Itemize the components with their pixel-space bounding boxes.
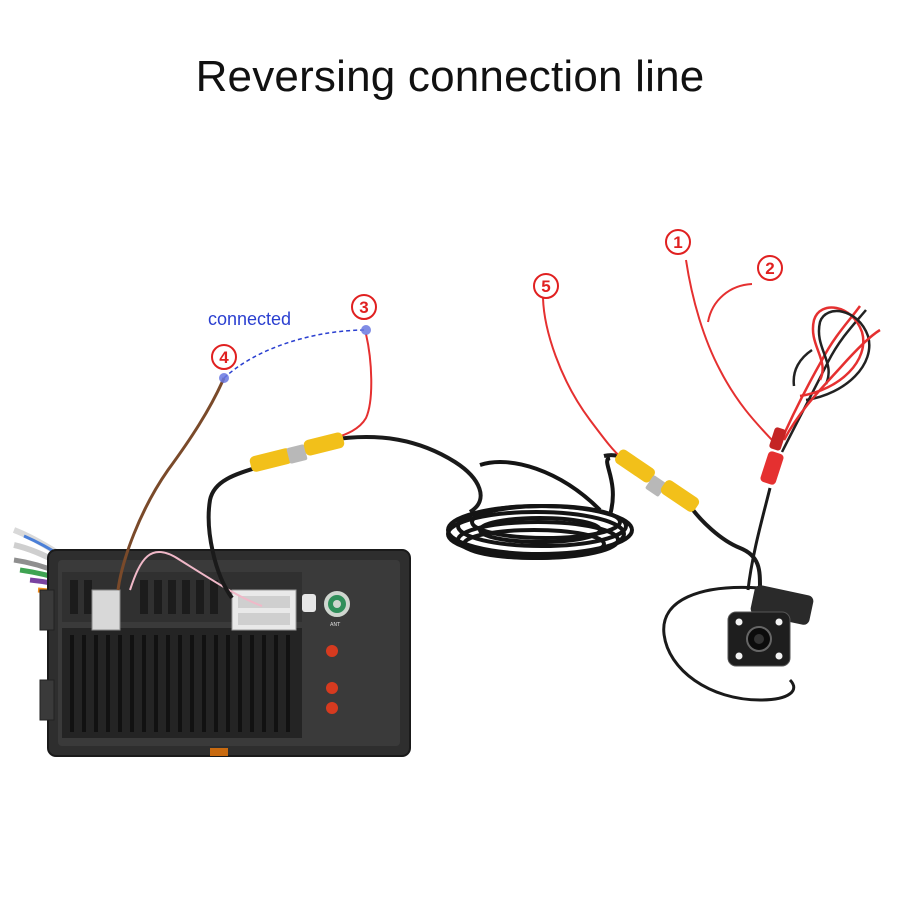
brown-wire bbox=[116, 377, 226, 591]
extension-cable bbox=[329, 434, 483, 514]
power-wires bbox=[776, 305, 881, 453]
red-wire-5 bbox=[542, 297, 623, 459]
cable-coil bbox=[446, 456, 634, 560]
svg-text:5: 5 bbox=[541, 277, 550, 296]
reversing-camera bbox=[727, 585, 814, 667]
marker-4: 4 bbox=[211, 344, 237, 370]
connected-label: connected bbox=[208, 309, 291, 329]
rca-connector-camera bbox=[615, 449, 700, 512]
svg-text:4: 4 bbox=[219, 348, 229, 367]
head-unit: ANT bbox=[12, 527, 411, 757]
red-wire-3 bbox=[329, 333, 373, 441]
connected-link bbox=[223, 329, 367, 379]
page-title: Reversing connection line bbox=[195, 52, 705, 101]
wires bbox=[116, 259, 881, 702]
power-plug bbox=[760, 427, 787, 485]
svg-text:3: 3 bbox=[359, 298, 368, 317]
antenna-label: ANT bbox=[330, 622, 341, 628]
red-wire-1 bbox=[685, 259, 773, 441]
marker-3: 3 bbox=[351, 294, 377, 320]
antenna-port: ANT bbox=[324, 591, 350, 628]
svg-text:2: 2 bbox=[765, 259, 774, 278]
marker-1: 1 bbox=[665, 229, 691, 255]
svg-text:1: 1 bbox=[673, 233, 682, 252]
marker-5: 5 bbox=[533, 273, 559, 299]
video-cable-unit bbox=[206, 464, 263, 600]
marker-2: 2 bbox=[757, 255, 783, 281]
rca-connector-unit bbox=[249, 432, 345, 472]
red-wire-2 bbox=[707, 283, 753, 323]
